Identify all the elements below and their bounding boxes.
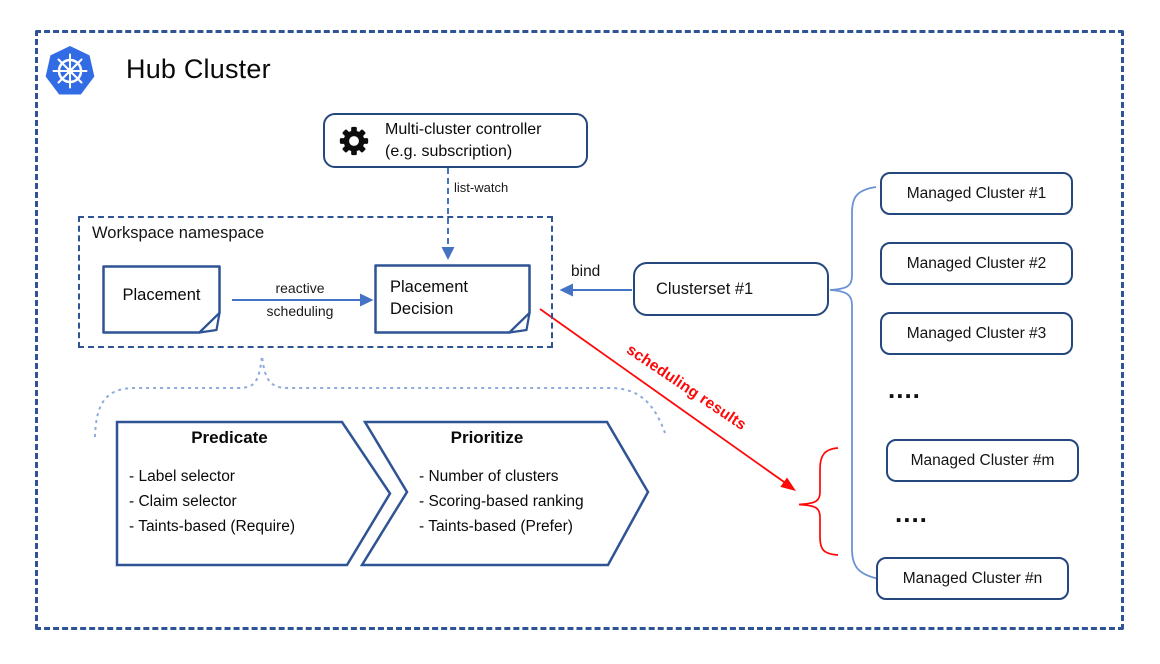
prioritize-item-2: - Scoring-based ranking xyxy=(419,493,584,510)
managed-cluster-m-box: Managed Cluster #m xyxy=(886,439,1079,482)
workspace-namespace-label: Workspace namespace xyxy=(92,224,265,242)
placement-doc-fold-icon xyxy=(198,311,221,334)
list-watch-label: list-watch xyxy=(454,180,509,195)
clusters-ellipsis-top: .... xyxy=(888,374,921,404)
predicate-chevron-shape xyxy=(115,420,392,567)
prioritize-items: - Number of clusters - Scoring-based ran… xyxy=(419,464,584,539)
hub-cluster-boundary xyxy=(35,30,1124,630)
reactive-label-line2: scheduling xyxy=(266,303,334,319)
placement-label: Placement xyxy=(122,285,201,304)
placement-decision-label: Placement Decision xyxy=(390,278,468,319)
clusters-ellipsis-bottom: .... xyxy=(895,498,928,528)
clusterset-label: Clusterset #1 xyxy=(656,279,754,298)
multi-cluster-controller-box: Multi-cluster controller (e.g. subscript… xyxy=(323,113,588,168)
workspace-namespace-box xyxy=(78,216,553,348)
bind-arrowhead-icon xyxy=(559,283,573,297)
controller-label-line2: (e.g. subscription) xyxy=(385,142,513,160)
managed-cluster-m-label: Managed Cluster #m xyxy=(910,451,1055,469)
prioritize-item-3: - Taints-based (Prefer) xyxy=(419,518,573,535)
managed-cluster-2-label: Managed Cluster #2 xyxy=(906,254,1047,272)
prioritize-title: Prioritize xyxy=(450,428,524,447)
list-watch-arrowhead-icon xyxy=(441,247,455,260)
gear-icon xyxy=(339,126,369,155)
predicate-item-2: - Claim selector xyxy=(129,493,237,510)
page-title: Hub Cluster xyxy=(126,54,271,84)
scheduling-results-arrowhead-icon xyxy=(780,477,796,491)
reactive-label-line1: reactive xyxy=(275,280,325,296)
scheduling-results-connector xyxy=(539,308,790,487)
predicate-item-3: - Taints-based (Require) xyxy=(129,518,295,535)
expansion-brace xyxy=(94,355,666,438)
prioritize-chevron-shape xyxy=(359,420,650,567)
managed-cluster-2-box: Managed Cluster #2 xyxy=(880,242,1073,285)
predicate-title: Predicate xyxy=(191,428,268,447)
predicate-item-1: - Label selector xyxy=(129,468,235,485)
managed-cluster-n-box: Managed Cluster #n xyxy=(876,557,1069,600)
bind-label: bind xyxy=(571,263,601,280)
managed-cluster-n-label: Managed Cluster #n xyxy=(902,569,1043,587)
clusterset-membership-brace xyxy=(829,186,878,580)
managed-cluster-3-label: Managed Cluster #3 xyxy=(906,324,1047,342)
managed-cluster-1-label: Managed Cluster #1 xyxy=(906,184,1047,202)
prioritize-item-1: - Number of clusters xyxy=(419,468,559,485)
managed-cluster-3-box: Managed Cluster #3 xyxy=(880,312,1073,355)
predicate-items: - Label selector - Claim selector - Tain… xyxy=(129,464,295,539)
clusterset-box: Clusterset #1 xyxy=(633,262,829,316)
reactive-arrowhead-icon xyxy=(360,293,374,307)
controller-label: Multi-cluster controller (e.g. subscript… xyxy=(385,119,541,161)
selected-clusters-brace xyxy=(798,447,839,556)
controller-label-line1: Multi-cluster controller xyxy=(385,121,542,139)
placement-decision-doc-fold-icon xyxy=(508,311,531,334)
kubernetes-logo-icon xyxy=(45,46,95,95)
managed-cluster-1-box: Managed Cluster #1 xyxy=(880,172,1073,215)
